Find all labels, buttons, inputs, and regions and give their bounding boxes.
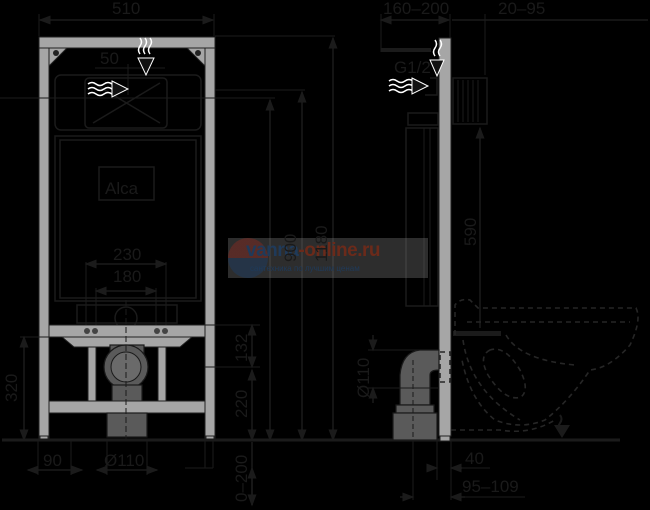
watermark-tagline: сантехника по лучшим ценам bbox=[250, 264, 360, 273]
bolt-outer-label: 230 bbox=[113, 245, 141, 264]
side-inlet-arrow-down-icon bbox=[429, 39, 445, 78]
inlet-thread-label: G1/2 bbox=[394, 58, 431, 77]
floor-height-label: 220 bbox=[232, 390, 251, 418]
drain-offset-label: 40 bbox=[465, 449, 484, 468]
drain-arrow-down-icon bbox=[554, 414, 570, 438]
brand-logo-text: Alca bbox=[105, 179, 139, 198]
width-label: 510 bbox=[112, 0, 140, 18]
inlet-offset-label: 50 bbox=[100, 49, 119, 68]
water-inlet-arrow-right-icon bbox=[87, 80, 130, 98]
watermark-site-suffix: -online.ru bbox=[298, 240, 380, 261]
frame-right-upright bbox=[204, 47, 216, 439]
foot-depth-label: 95–109 bbox=[462, 477, 519, 496]
drain-height-label: 132 bbox=[232, 334, 251, 362]
bolt-inner-label: 180 bbox=[113, 267, 141, 286]
toilet-bowl-outline bbox=[451, 298, 639, 433]
side-inlet-arrow-right-icon bbox=[388, 77, 430, 95]
water-inlet-arrow-down-icon bbox=[137, 37, 155, 77]
front-view: 510 50 Alca bbox=[0, 0, 338, 507]
drain-diameter-label: Ø110 bbox=[104, 451, 144, 470]
depth-label: 160–200 bbox=[383, 0, 449, 18]
watermark-site: vanna-online.ru bbox=[246, 240, 380, 262]
side-view: 160–200 20–95 G1/2 590 bbox=[354, 0, 648, 502]
floor-adjust-label: 0–200 bbox=[232, 455, 251, 502]
wall-offset-label: 20–95 bbox=[498, 0, 545, 18]
frame-top-rail bbox=[38, 36, 216, 49]
drain-elbow bbox=[399, 349, 440, 406]
foot-width-label: 90 bbox=[43, 451, 62, 470]
side-drain-diameter-label: Ø110 bbox=[354, 358, 373, 398]
watermark-logo-icon bbox=[228, 238, 268, 278]
bolt-height-label: 320 bbox=[2, 374, 21, 402]
bowl-height-label: 590 bbox=[461, 218, 480, 246]
watermark-site-prefix: vanna bbox=[246, 240, 299, 261]
alca-logo bbox=[98, 166, 155, 201]
frame-left-upright bbox=[38, 47, 50, 439]
